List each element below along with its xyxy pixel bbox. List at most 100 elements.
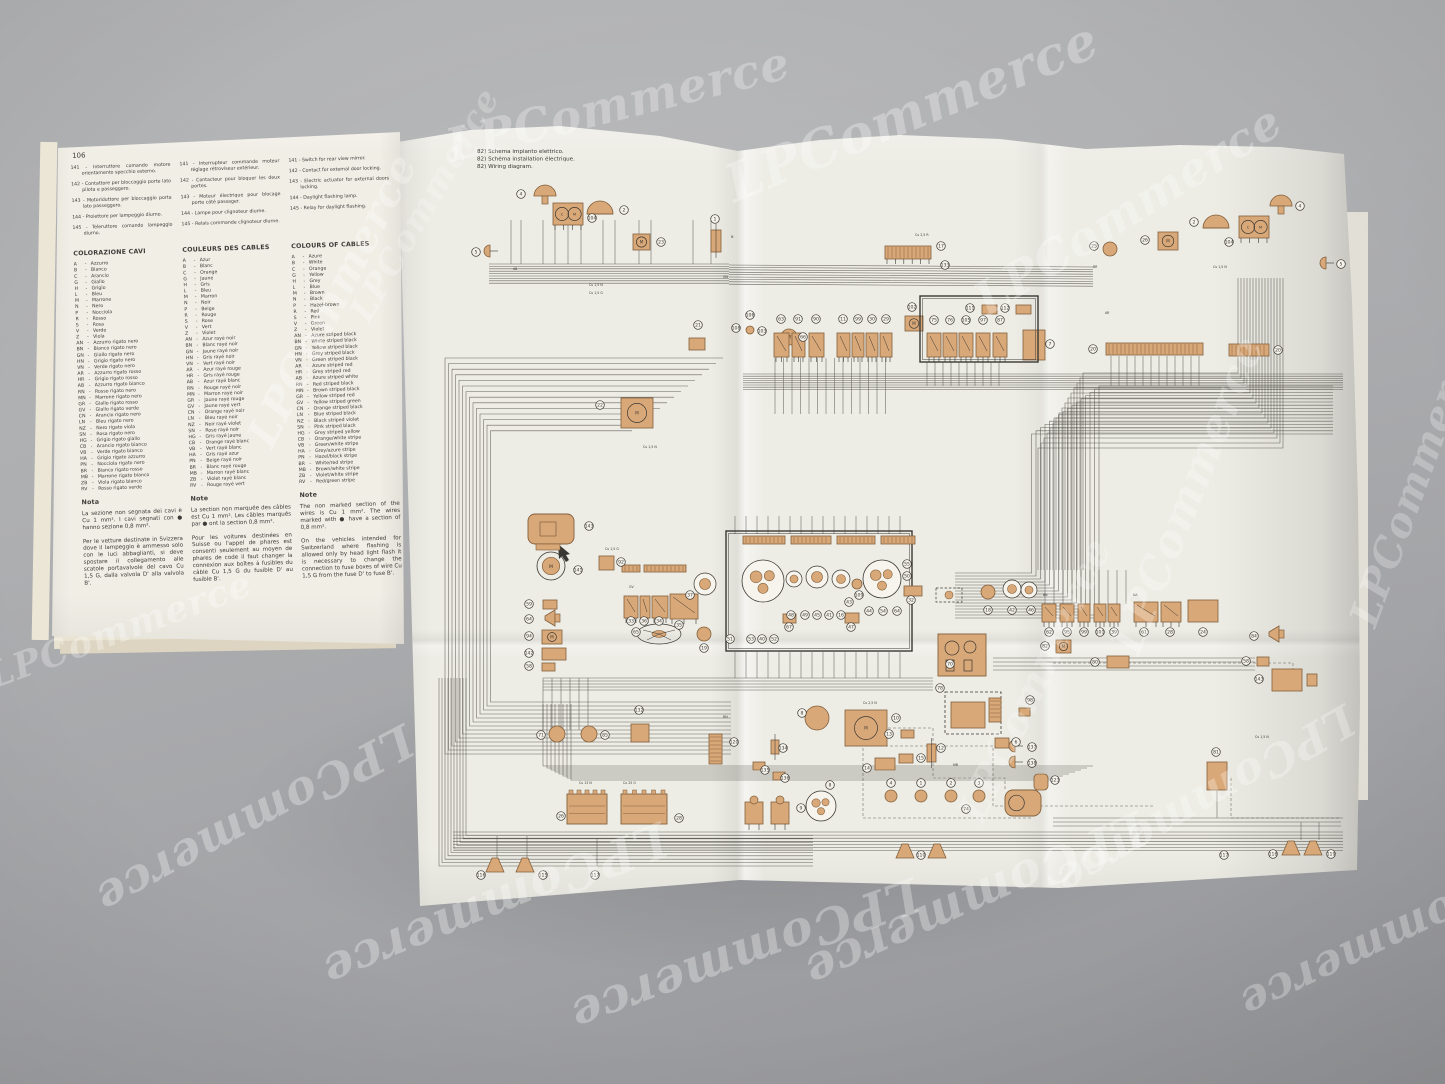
svg-text:119: 119 [1327,852,1336,858]
svg-text:117: 117 [591,873,600,879]
svg-text:21: 21 [695,323,701,329]
svg-text:Cu 1,5 G: Cu 1,5 G [589,291,603,295]
svg-text:M: M [573,213,576,217]
svg-text:M: M [550,635,554,640]
svg-text:13: 13 [886,732,892,738]
legend-item: 143 - Moteur électrique pour blocage por… [180,191,281,206]
svg-text:1: 1 [714,217,717,223]
svg-text:134: 134 [779,746,788,752]
svg-text:GN: GN [723,275,728,279]
svg-text:22: 22 [597,403,603,409]
note-paragraph: Per le vetture destinate in Svizzera dov… [82,534,185,587]
svg-text:97: 97 [980,318,986,324]
svg-text:123: 123 [1051,778,1060,784]
foldout-diagram-sheet: CMMMMMMCMMMMM410422351222117133661061081… [398,126,1360,906]
legend-item: 143 - Electric actuator for external doo… [289,175,390,190]
svg-text:7: 7 [1049,342,1052,348]
wiring-diagram: CMMMMMMCMMMMM410422351222117133661061081… [438,149,1346,880]
svg-text:104: 104 [588,216,597,222]
svg-text:39: 39 [1111,630,1117,636]
svg-text:19: 19 [701,646,707,652]
legend-item: 142 - Contattore per bloccaggio porte la… [70,178,172,193]
svg-text:2: 2 [623,208,626,214]
svg-text:106: 106 [746,313,755,319]
svg-text:14: 14 [864,766,870,772]
legend-item: 143 - Motoriduttore per bloccaggio porta… [71,194,172,210]
svg-text:137: 137 [1028,745,1037,751]
svg-text:70: 70 [947,662,953,668]
svg-text:85: 85 [602,733,608,739]
svg-text:26: 26 [1142,238,1148,244]
legend-item: 144 - Proiettore per lampeggio diurno. [72,211,163,221]
svg-text:102: 102 [908,305,917,311]
svg-text:42: 42 [1009,608,1015,614]
svg-text:65: 65 [633,630,639,636]
svg-text:Cu 1,5 N: Cu 1,5 N [1213,265,1227,269]
svg-text:M: M [1166,239,1170,244]
svg-text:1: 1 [920,781,923,787]
legend-column-french: 141 - Interrupteur commande moteur régla… [179,158,281,238]
svg-text:63: 63 [778,317,784,323]
svg-text:133: 133 [941,263,950,269]
svg-text:87: 87 [997,318,1003,324]
svg-text:M: M [635,411,639,416]
svg-text:C: C [561,213,564,217]
svg-text:C: C [1247,226,1250,230]
svg-text:78: 78 [937,686,943,692]
svg-text:54: 54 [880,609,886,615]
svg-text:RN: RN [723,715,728,719]
svg-text:AB: AB [513,267,517,271]
legend-item: 141 - Switch for rear view mirror. [288,155,366,164]
svg-text:HA: HA [1133,593,1138,597]
note-title: Nota [81,497,100,506]
svg-text:28: 28 [1167,630,1173,636]
note-paragraph: La section non marquée des câbles est Cu… [190,503,292,527]
svg-text:8: 8 [829,783,832,789]
legend-item: 142 - Contacteur pour bloquer les deux p… [179,174,281,190]
svg-text:23: 23 [658,240,664,246]
svg-text:44: 44 [866,609,872,615]
svg-text:36: 36 [641,619,647,625]
svg-text:Cu 1,5 N: Cu 1,5 N [589,283,603,287]
svg-text:40: 40 [759,637,765,643]
colour-table-title: COULEURS DES CABLES [182,243,270,254]
svg-text:71: 71 [538,733,544,739]
svg-text:84: 84 [1251,634,1257,640]
note-title: Note [299,490,318,499]
legend-item: 141 - Interrupteur commande moteur régla… [179,158,280,173]
svg-text:46: 46 [1028,608,1034,614]
svg-text:11: 11 [840,317,846,323]
svg-text:33: 33 [628,619,634,625]
svg-text:GV: GV [629,585,634,589]
page-content: 106 141 - Interruttore comando motore or… [70,141,404,593]
svg-text:99: 99 [1081,630,1087,636]
svg-text:M: M [549,564,553,570]
svg-text:M: M [1062,644,1066,649]
svg-text:28: 28 [676,816,682,822]
svg-text:M: M [912,321,916,326]
note-title: Note [190,494,209,503]
svg-text:95: 95 [1064,630,1070,636]
svg-text:BN: BN [1043,593,1048,597]
svg-text:17: 17 [938,244,944,250]
svg-text:136: 136 [781,776,790,782]
svg-text:118: 118 [1269,852,1278,858]
component-legend: 141 - Interruttore comando motore orient… [70,154,392,241]
svg-text:49: 49 [802,613,808,619]
svg-text:109: 109 [855,593,864,599]
svg-text:6: 6 [1015,740,1018,746]
svg-text:138: 138 [1028,761,1037,767]
svg-text:Cu 2,5 R: Cu 2,5 R [915,233,929,237]
note-paragraph: La sezione non segnata dei cavi è Cu 1 m… [81,506,183,531]
svg-text:64: 64 [894,609,900,615]
svg-text:92: 92 [618,560,624,566]
